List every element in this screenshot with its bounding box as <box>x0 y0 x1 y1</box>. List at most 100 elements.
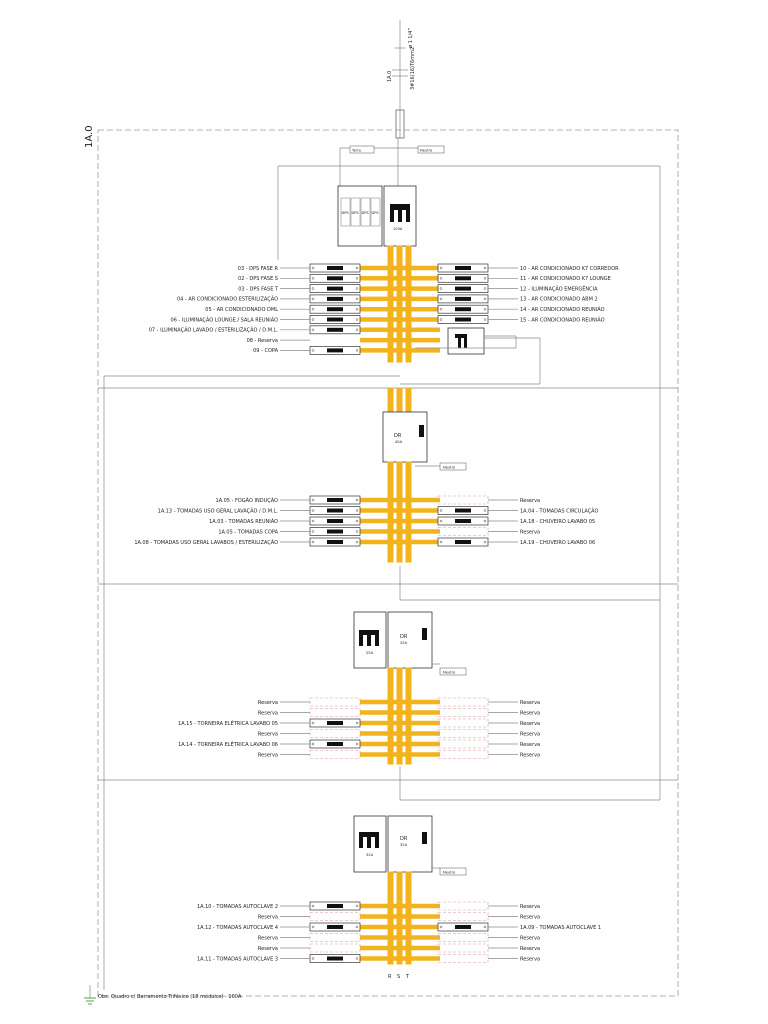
breaker-left <box>309 304 361 314</box>
circuit-label-right: Reserva <box>520 742 540 748</box>
reserve-slot-left <box>309 708 361 717</box>
circuit-label-left: Reserva <box>258 935 278 941</box>
breaker-left <box>309 718 361 728</box>
circuit-label-left: 03 - DPS FASE R <box>238 266 279 272</box>
reserve-slot-left <box>309 729 361 738</box>
breaker-right <box>437 537 489 547</box>
circuit-label-left: Reserva <box>258 710 278 716</box>
reserve-slot-right <box>437 933 489 942</box>
circuit-label-left: 08 - Reserva <box>247 338 278 344</box>
circuit-label-right: Reserva <box>520 498 540 504</box>
circuit-label-left: 02 - DPS FASE S <box>238 276 278 282</box>
circuit-label-right: Reserva <box>520 956 540 962</box>
section-2: DR 40A Neutro 1A.05 - FOGÃO INDUÇÃO1A.13… <box>98 383 678 585</box>
main-rating-4: 32A <box>366 853 374 857</box>
pipe-label: ø 1 1/4" <box>408 28 414 48</box>
breaker-left <box>309 325 361 335</box>
circuit-label-left: 04 - AR CONDICIONADO ESTERILIZAÇÃO <box>177 296 278 303</box>
breaker-left <box>309 901 361 911</box>
reserve-slot-right <box>437 729 489 738</box>
circuit-label-right: Reserva <box>520 752 540 758</box>
breaker-right <box>437 284 489 293</box>
breaker-left <box>309 954 361 963</box>
circuit-label-left: 1A.12 - TOMADAS AUTOCLAVE 4 <box>197 925 278 931</box>
circuit-label-right: 1A.09 - TOMADAS AUTOCLAVE 1 <box>520 925 601 931</box>
reserve-slot-right <box>437 495 489 505</box>
breaker-left <box>309 537 361 547</box>
circuit-label-right: Reserva <box>520 700 540 706</box>
breaker-right <box>437 263 489 273</box>
circuit-label-right: 1A.18 - CHUVEIRO LAVABO 05 <box>520 519 595 525</box>
reserve-slot-right <box>437 697 489 707</box>
busbar-letter-t: T <box>405 974 410 980</box>
panel-id: 1A.0 <box>84 125 95 148</box>
breaker-left <box>309 315 361 324</box>
breaker-right <box>437 506 489 515</box>
circuit-label-right: 13 - AR CONDICIONADO ABM 2 <box>520 297 598 303</box>
dr-rating-3: 25A <box>400 641 408 645</box>
breaker-left <box>309 294 361 304</box>
neutro-tag-2: Neutro <box>443 466 455 470</box>
breaker-right <box>437 516 489 526</box>
cable-label: 3#16(16)T6mm2 <box>410 47 416 90</box>
main-rating-3: 25A <box>366 651 374 655</box>
circuit-label-left: 1A.13 - TOMADAS USO GERAL LAVAÇÃO / D.M.… <box>158 507 279 514</box>
circuit-label-right: Reserva <box>520 721 540 727</box>
circuit-label-right: Reserva <box>520 914 540 920</box>
breaker-right <box>437 922 489 932</box>
circuit-label-right: Reserva <box>520 946 540 952</box>
breaker-left <box>309 284 361 293</box>
feed-header: ø 1 1/4" 1A.0 3#16(16)T6mm2 <box>387 20 416 139</box>
circuit-label-right: Reserva <box>520 710 540 716</box>
reserve-slot-right <box>437 912 489 921</box>
feed-code: 1A.0 <box>387 71 393 82</box>
dps-label-1: DPS <box>342 211 350 215</box>
circuit-label-right: 11 - AR CONDICIONADO K7 LOUNGE <box>520 276 611 282</box>
reserve-slot-left <box>309 943 361 953</box>
breaker-right <box>437 315 489 324</box>
neutro-tag-4: Neutro <box>443 871 455 875</box>
reserve-slot-right <box>437 739 489 749</box>
reserve-slot-left <box>309 750 361 759</box>
circuit-label-left: 1A.05 - FOGÃO INDUÇÃO <box>216 497 279 504</box>
breaker-right <box>437 294 489 304</box>
breaker-left <box>309 495 361 505</box>
reserve-slot-right <box>437 901 489 911</box>
breaker-left <box>309 922 361 932</box>
circuit-label-left: 09 - COPA <box>253 348 278 354</box>
neutro-tag-3: Neutro <box>443 671 455 675</box>
circuit-label-left: 03 - DPS FASE T <box>238 286 279 292</box>
breaker-right <box>437 304 489 314</box>
busbar-letter-s: S <box>397 974 400 980</box>
section-1: Terra Neutro DPS DPS DPS DPS 100A 03 - D… <box>103 138 660 990</box>
circuit-label-right: Reserva <box>520 529 540 535</box>
section-1-right-breakers: 10 - AR CONDICIONADO K7 CORREDOR 11 - AR … <box>437 263 619 324</box>
breaker-right <box>437 273 489 283</box>
circuit-label-left: 1A.10 - TOMADAS AUTOCLAVE 2 <box>197 904 278 910</box>
circuit-label-right: 14 - AR CONDICIONADO REUNIÃO <box>520 306 605 313</box>
reserve-slot-left <box>309 697 361 707</box>
circuit-label-left: 07 - ILUMINAÇÃO LAVADO / ESTERILIZAÇÃO /… <box>149 327 279 334</box>
breaker-left <box>309 263 361 273</box>
circuit-label-right: 10 - AR CONDICIONADO K7 CORREDOR <box>520 266 619 272</box>
reserve-slot-right <box>437 750 489 759</box>
dps-modules: DPS DPS DPS DPS <box>340 197 381 227</box>
main-breaker-rating: 100A <box>393 227 403 231</box>
circuit-label-right: Reserva <box>520 904 540 910</box>
dr-rating-2: 40A <box>395 440 403 444</box>
reserve-slot-right <box>437 943 489 953</box>
dps-label-2: DPS <box>352 211 360 215</box>
circuit-label-right: 12 - ILUMINAÇÃO EMERGÊNCIA <box>520 284 598 292</box>
section-3-right-breakers: ReservaReservaReservaReservaReservaReser… <box>437 697 540 759</box>
neutro-tag: Neutro <box>420 149 432 153</box>
reserve-slot-left <box>309 912 361 921</box>
circuit-label-left: 1A.15 - TORNEIRA ELÉTRICA LAVABO 05 <box>178 719 278 727</box>
footnote: Obs: Quadro c/ Barramento Trifásico (18 … <box>98 993 242 1000</box>
circuit-label-right: Reserva <box>520 935 540 941</box>
dr-label-3: DR <box>400 634 408 640</box>
circuit-label-left: Reserva <box>258 731 278 737</box>
breaker-left <box>309 739 361 749</box>
circuit-label-right: 15 - AR CONDICIONADO REUNIÃO <box>520 316 605 323</box>
dr-rating-4: 32A <box>400 843 408 847</box>
